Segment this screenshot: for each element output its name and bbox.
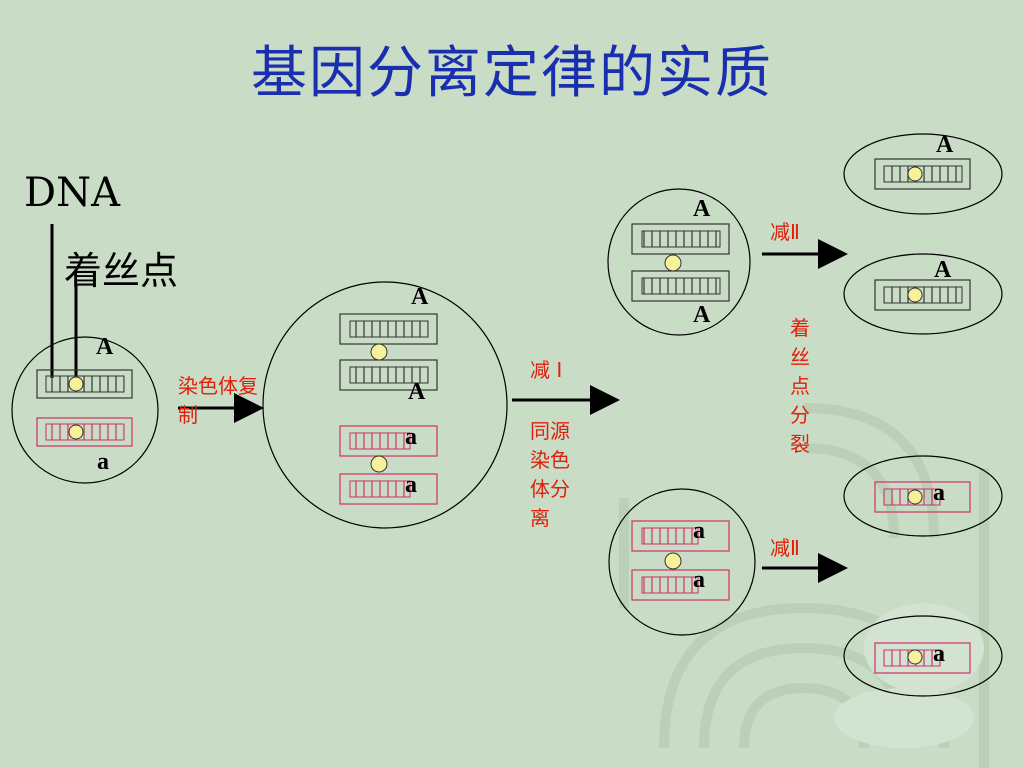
cell-replicated bbox=[262, 281, 508, 529]
allele-a-cell1: a bbox=[97, 449, 109, 475]
meiosis-1-label: 减 I bbox=[530, 358, 563, 382]
meiosis-2-bottom-label: 减Ⅱ bbox=[770, 536, 800, 560]
allele-A-cell2-top: A bbox=[411, 284, 429, 310]
gamete-2-dominant bbox=[843, 253, 1003, 335]
sister-chromatids-recessive bbox=[339, 425, 438, 505]
cell-meiosis1-top bbox=[607, 188, 751, 336]
gamete-3-recessive bbox=[843, 455, 1003, 537]
chromosome-dominant bbox=[36, 369, 133, 399]
allele-A-cell1: A bbox=[96, 334, 114, 360]
allele-A-gamete2: A bbox=[934, 257, 952, 283]
cell-original bbox=[11, 336, 159, 484]
centromere-split-label: 着丝点分裂 bbox=[790, 316, 810, 456]
allele-A-cell3-bottom: A bbox=[693, 302, 711, 328]
allele-a-cell2-bottom: a bbox=[405, 472, 417, 498]
chromosome-recessive bbox=[36, 417, 133, 447]
gamete-4-recessive bbox=[843, 615, 1003, 697]
sister-chromatids-dominant bbox=[339, 313, 438, 391]
cell-meiosis1-bottom bbox=[608, 488, 756, 636]
replication-label: 染色体复制 bbox=[178, 374, 258, 427]
allele-a-cell3-bottom: a bbox=[693, 567, 705, 593]
dna-label: DNA bbox=[24, 170, 120, 216]
allele-A-cell3-top: A bbox=[693, 196, 711, 222]
allele-a-gamete4: a bbox=[933, 641, 945, 667]
allele-A-gamete1: A bbox=[936, 132, 954, 158]
allele-A-cell2-bottom: A bbox=[408, 379, 426, 405]
meiosis-2-top-label: 减Ⅱ bbox=[770, 220, 800, 244]
homologous-separation-label: 同源染色体分离 bbox=[530, 419, 570, 530]
gamete-1-dominant bbox=[843, 133, 1003, 215]
allele-a-cell2-top: a bbox=[405, 424, 417, 450]
page-title: 基因分离定律的实质 bbox=[251, 41, 773, 106]
allele-a-cell3-top: a bbox=[693, 518, 705, 544]
centromere-label: 着丝点 bbox=[64, 249, 179, 293]
allele-a-gamete3: a bbox=[933, 480, 945, 506]
